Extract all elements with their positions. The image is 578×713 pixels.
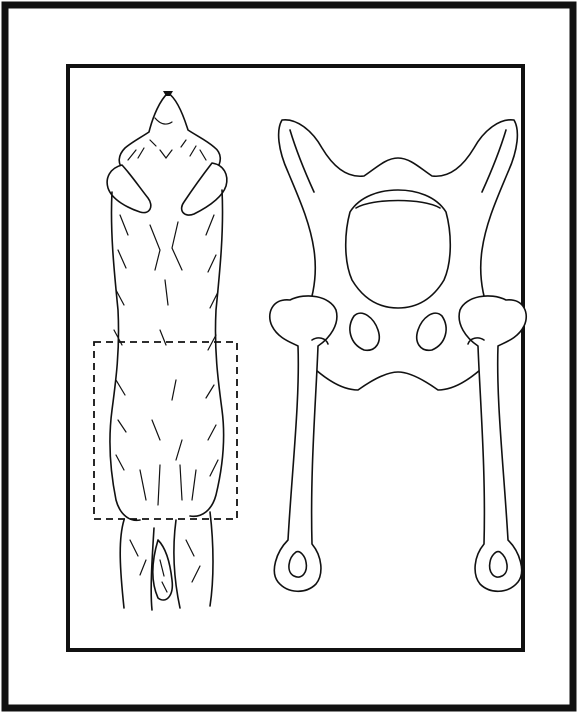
veterinary-hip-diagram	[0, 0, 578, 713]
